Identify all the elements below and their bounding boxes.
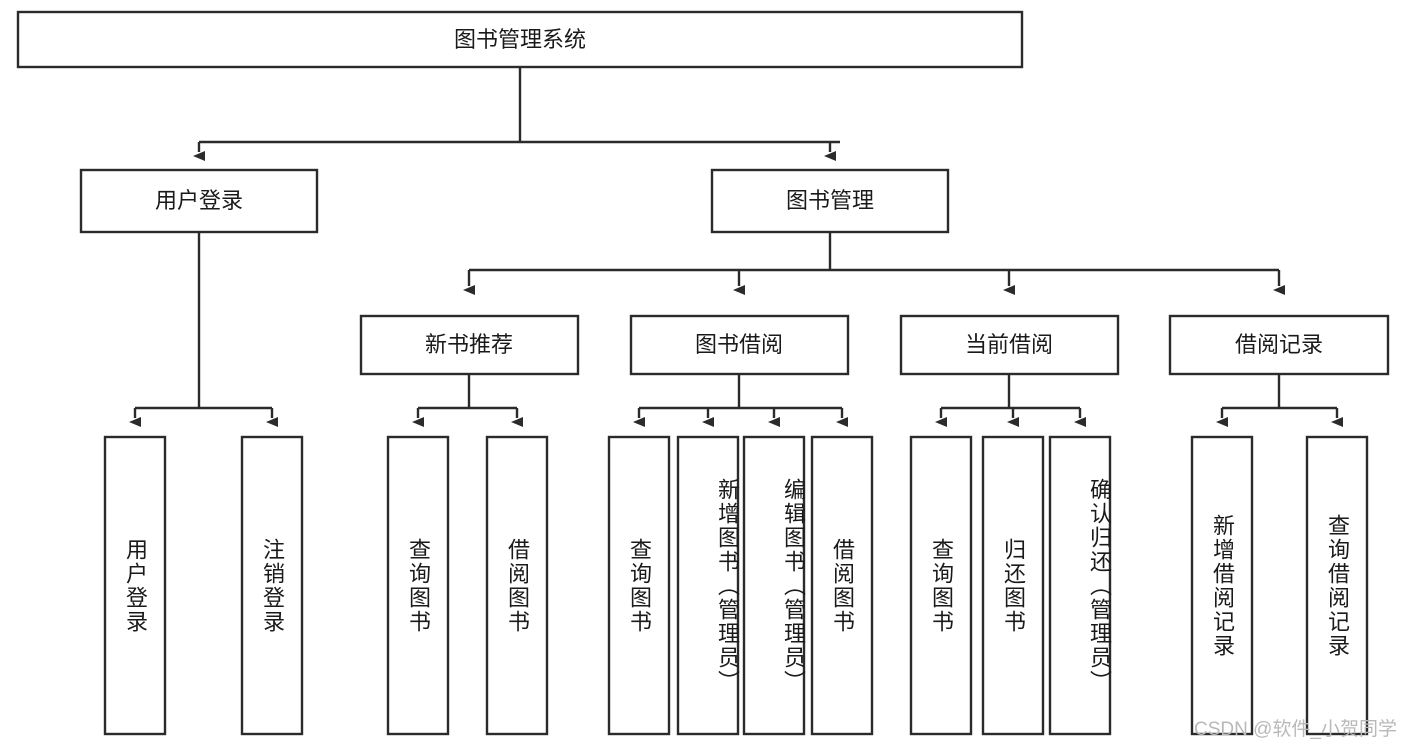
- edge-borrowrecord-to-leaves: [1216, 374, 1343, 427]
- node-leaf-borrow-query-book[interactable]: [607, 435, 671, 736]
- node-leaf-current-return-book[interactable]: [981, 435, 1045, 736]
- node-root-label: 图书管理系统: [454, 27, 586, 52]
- node-borrow-record[interactable]: 借阅记录: [1168, 314, 1390, 376]
- edge-userlogin-to-leaves: [129, 232, 278, 427]
- node-leaf-borrow-edit-book[interactable]: [742, 435, 806, 736]
- node-new-book-rec-label: 新书推荐: [425, 332, 513, 357]
- node-leaf-user-login[interactable]: [103, 435, 167, 736]
- node-leaf-rec-borrow-book[interactable]: [485, 435, 549, 736]
- edge-newbookrec-to-leaves: [412, 374, 523, 427]
- edge-root-to-level2: [193, 67, 840, 161]
- edge-currentborrow-to-leaves: [935, 374, 1086, 427]
- edge-bookborrow-to-leaves: [633, 374, 848, 427]
- node-book-manage[interactable]: 图书管理: [710, 168, 950, 234]
- node-leaf-current-confirm-return[interactable]: [1048, 435, 1112, 736]
- node-borrow-record-label: 借阅记录: [1235, 332, 1323, 357]
- node-leaf-current-query-book[interactable]: [909, 435, 973, 736]
- node-user-login-label: 用户登录: [155, 188, 243, 213]
- node-current-borrow[interactable]: 当前借阅: [899, 314, 1120, 376]
- node-new-book-rec[interactable]: 新书推荐: [359, 314, 580, 376]
- watermark-text: CSDN @软件_小贺同学: [1194, 719, 1397, 740]
- node-book-manage-label: 图书管理: [786, 188, 874, 213]
- node-leaf-rec-query-book[interactable]: [386, 435, 450, 736]
- node-leaf-borrow-add-book[interactable]: [676, 435, 740, 736]
- node-user-login[interactable]: 用户登录: [79, 168, 319, 234]
- node-root[interactable]: 图书管理系统: [16, 10, 1024, 69]
- node-leaf-user-logout[interactable]: [240, 435, 304, 736]
- node-leaf-record-query[interactable]: [1305, 435, 1369, 736]
- edge-bookmanage-to-level3: [463, 232, 1285, 295]
- node-leaf-borrow-lend-book[interactable]: [810, 435, 874, 736]
- node-book-borrow-label: 图书借阅: [695, 332, 783, 357]
- node-book-borrow[interactable]: 图书借阅: [629, 314, 850, 376]
- node-current-borrow-label: 当前借阅: [965, 332, 1053, 357]
- node-leaf-record-add[interactable]: [1190, 435, 1254, 736]
